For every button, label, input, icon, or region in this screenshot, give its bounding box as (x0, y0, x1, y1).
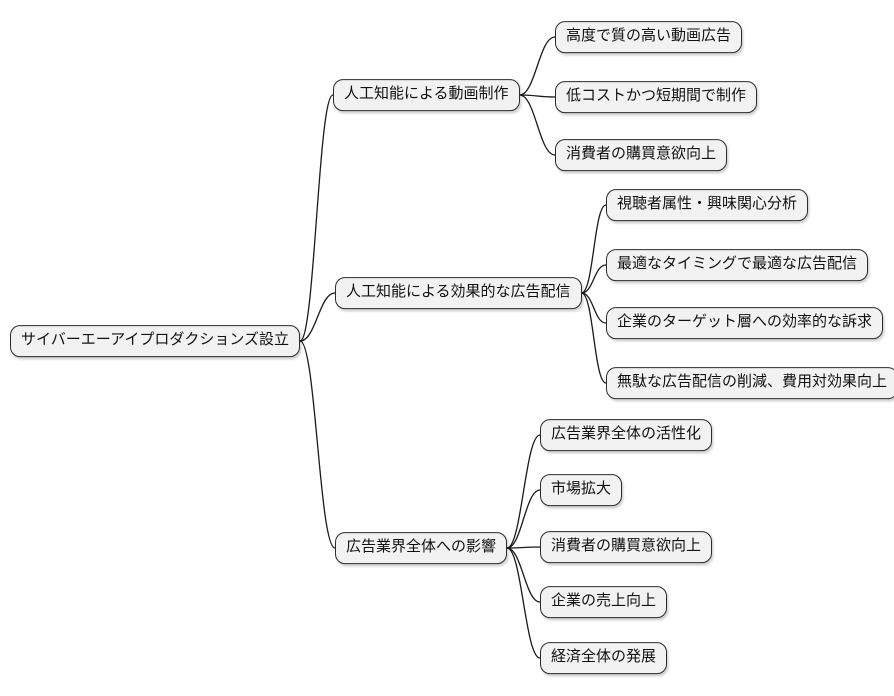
mindmap-root-node[interactable]: サイバーエーアイプロダクションズ設立 (10, 325, 301, 357)
mindmap-branch-ad-delivery[interactable]: 人工知能による効果的な広告配信 (335, 277, 582, 309)
mindmap-leaf-node[interactable]: 広告業界全体の活性化 (540, 419, 713, 451)
mindmap-leaf-node[interactable]: 経済全体の発展 (540, 642, 668, 674)
mindmap-leaf-node[interactable]: 企業の売上向上 (540, 586, 668, 618)
mindmap-leaf-node[interactable]: 企業のターゲット層への効率的な訴求 (606, 307, 884, 339)
mindmap-leaf-node[interactable]: 高度で質の高い動画広告 (555, 21, 743, 53)
mindmap-leaf-node[interactable]: 低コストかつ短期間で制作 (555, 81, 758, 113)
mindmap-leaf-node[interactable]: 消費者の購買意欲向上 (555, 139, 728, 171)
mindmap-leaf-node[interactable]: 最適なタイミングで最適な広告配信 (606, 249, 869, 281)
mindmap-leaf-node[interactable]: 無駄な広告配信の削減、費用対効果向上 (606, 367, 894, 399)
mindmap-branch-video-production[interactable]: 人工知能による動画制作 (333, 79, 520, 111)
mindmap-branch-industry-impact[interactable]: 広告業界全体への影響 (335, 532, 508, 564)
mindmap-leaf-node[interactable]: 市場拡大 (540, 474, 623, 506)
mindmap-leaf-node[interactable]: 視聴者属性・興味関心分析 (606, 189, 809, 221)
mindmap-leaf-node[interactable]: 消費者の購買意欲向上 (540, 531, 713, 563)
